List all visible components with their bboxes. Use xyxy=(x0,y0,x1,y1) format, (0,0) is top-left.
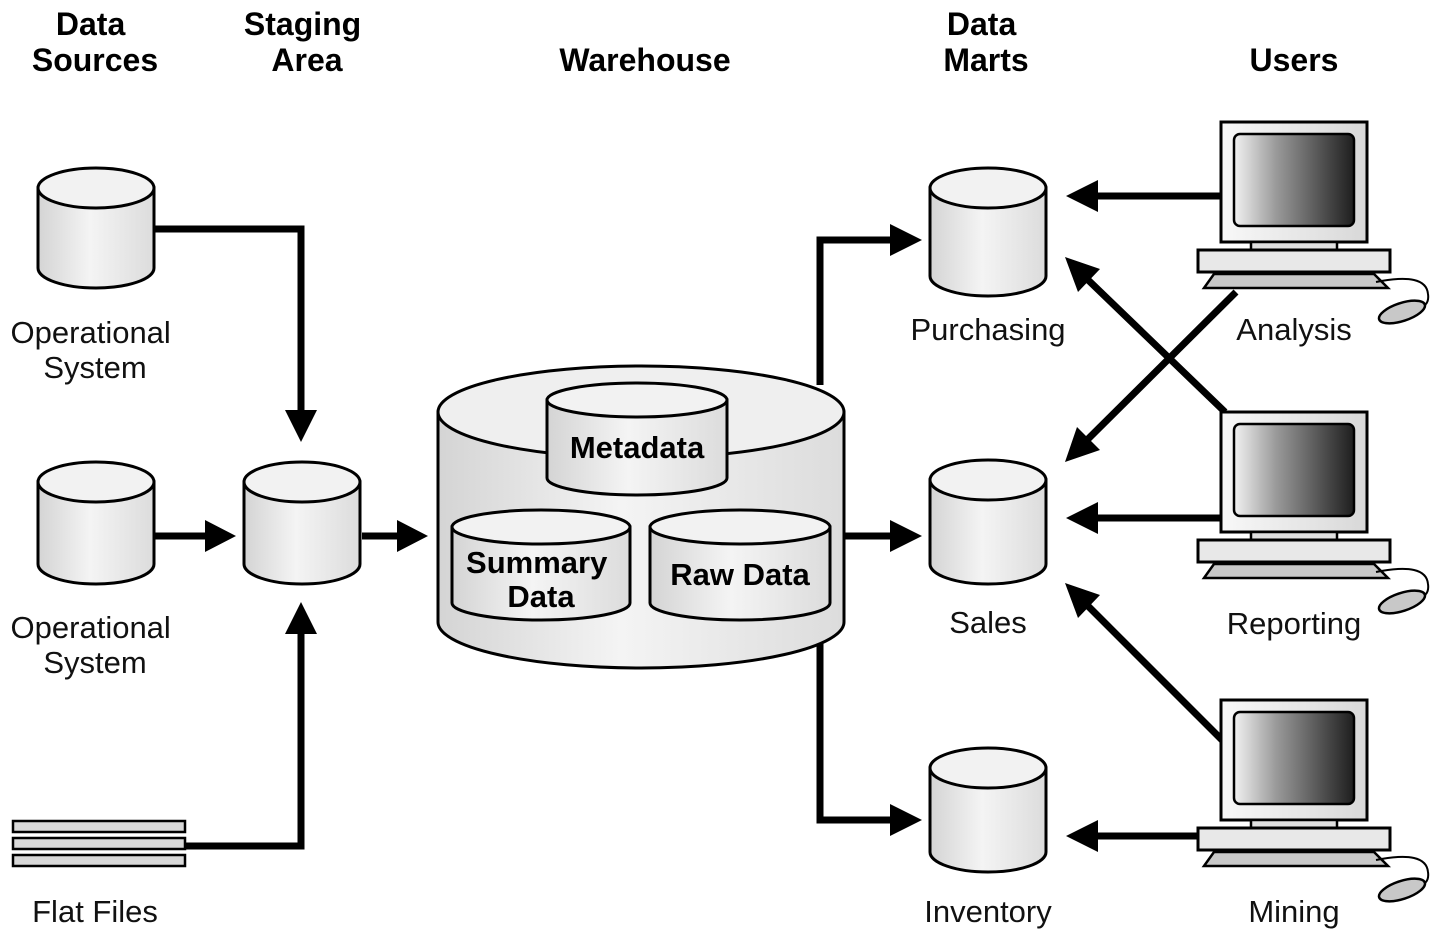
arrowhead-warehouse xyxy=(397,520,428,552)
edge-reporting-to-purchasing xyxy=(1082,274,1228,415)
edge-warehouse-to-inventory xyxy=(816,640,893,824)
arrowhead-staging-left xyxy=(205,520,236,552)
arrowhead-sales xyxy=(890,520,922,552)
analysis-label: Analysis xyxy=(1236,312,1351,347)
header-staging-area: Staging Area xyxy=(244,6,370,78)
summary-data-label: Summary Data xyxy=(466,545,616,614)
metadata-cylinder xyxy=(545,381,729,497)
sales-cylinder xyxy=(928,458,1048,586)
flat-files-label: Flat Files xyxy=(32,894,158,929)
edge-flat-files-to-staging xyxy=(185,632,305,850)
arrowhead-inventory xyxy=(890,804,922,836)
operational-system-2-label: Operational System xyxy=(11,610,180,680)
arrowhead-mining-sales xyxy=(1065,583,1100,618)
arrowhead-purchasing xyxy=(890,224,922,256)
arrowhead-reporting-purchasing xyxy=(1065,257,1100,292)
edge-operational-1-to-staging xyxy=(155,225,305,412)
operational-system-2-cylinder xyxy=(36,460,156,586)
sales-label: Sales xyxy=(949,605,1027,640)
header-data-sources: Data Sources xyxy=(32,6,158,78)
analysis-computer-icon xyxy=(1196,120,1430,325)
flat-files-icon xyxy=(11,819,187,868)
operational-system-1-cylinder xyxy=(36,166,156,290)
edges xyxy=(155,180,1239,852)
arrowhead-staging-bottom xyxy=(285,602,317,634)
raw-data-label: Raw Data xyxy=(670,557,810,592)
header-warehouse: Warehouse xyxy=(559,42,730,78)
reporting-label: Reporting xyxy=(1227,606,1361,641)
arrowhead-staging-top xyxy=(285,410,317,442)
metadata-label: Metadata xyxy=(570,430,705,465)
inventory-label: Inventory xyxy=(924,894,1052,929)
header-users: Users xyxy=(1250,42,1339,78)
summary-data-cylinder xyxy=(450,508,632,622)
edge-mining-to-sales xyxy=(1082,600,1225,743)
reporting-computer-icon xyxy=(1196,410,1430,615)
raw-data-cylinder xyxy=(648,508,832,622)
staging-area-cylinder xyxy=(242,460,362,586)
operational-system-1-label: Operational System xyxy=(11,315,180,385)
arrowhead-analysis-purchasing xyxy=(1066,180,1098,212)
edge-warehouse-to-purchasing xyxy=(816,236,893,385)
inventory-cylinder xyxy=(928,746,1048,874)
purchasing-label: Purchasing xyxy=(910,312,1065,347)
arrowhead-mining-inventory xyxy=(1066,820,1098,852)
arrowhead-analysis-sales xyxy=(1065,427,1100,462)
header-data-marts: Data Marts xyxy=(943,6,1028,78)
purchasing-cylinder xyxy=(928,166,1048,298)
arrowhead-reporting-sales xyxy=(1066,502,1098,534)
mining-computer-icon xyxy=(1196,698,1430,903)
edge-analysis-to-sales xyxy=(1082,289,1239,445)
mining-label: Mining xyxy=(1248,894,1339,929)
